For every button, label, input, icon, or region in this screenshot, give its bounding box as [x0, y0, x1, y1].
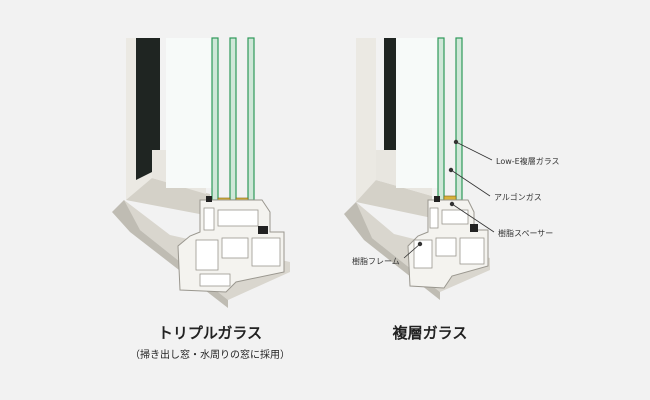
double-glazing-title: 複層ガラス — [392, 324, 468, 342]
left-profile-section — [177, 196, 285, 293]
label-low-e-glass: Low-E複層ガラス — [496, 157, 560, 166]
label-argon-gas: アルゴンガス — [494, 193, 542, 202]
right-frame-bottom-face — [356, 180, 432, 218]
left-glass-pane-3 — [247, 37, 255, 201]
annotation-leaders — [403, 139, 495, 259]
left-glass-pane-1 — [211, 37, 219, 201]
right-gasket — [384, 38, 396, 172]
right-profile-section — [407, 196, 489, 289]
triple-glazing-title: トリプルガラス — [157, 324, 263, 342]
right-glass-pane-1 — [437, 37, 445, 201]
left-frame-bottom-face — [126, 178, 210, 216]
left-glass-area — [166, 38, 214, 188]
left-glass-pane-2 — [229, 37, 237, 201]
right-glass-area — [396, 38, 440, 188]
label-resin-frame: 樹脂フレーム — [352, 257, 400, 266]
left-gasket — [136, 38, 160, 180]
right-frame-vertical — [356, 38, 376, 202]
triple-glazing-subtitle: （掃き出し窓・水周りの窓に採用） — [130, 350, 290, 361]
label-resin-spacer: 樹脂スペーサー — [498, 229, 554, 238]
